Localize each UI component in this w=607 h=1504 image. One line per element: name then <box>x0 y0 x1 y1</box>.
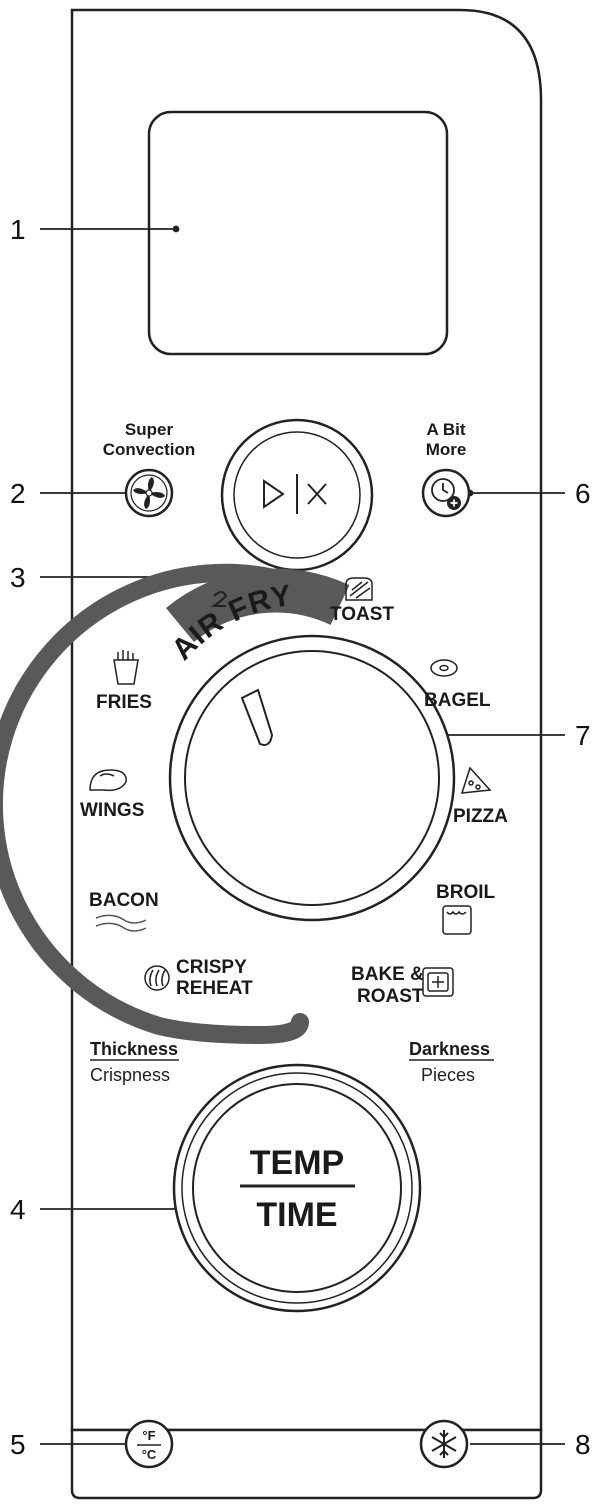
function-bagel: BAGEL <box>424 690 491 711</box>
label-thickness: Thickness <box>90 1039 178 1059</box>
super-convection-button[interactable]: Super Convection <box>103 420 196 518</box>
temp-time-dial[interactable]: TEMP TIME <box>172 1063 422 1313</box>
bacon-icon <box>95 914 147 932</box>
label-pieces: Pieces <box>421 1065 475 1085</box>
function-broil: BROIL <box>436 882 496 903</box>
callout-4: 4 <box>10 1194 26 1225</box>
function-reheat: REHEAT <box>176 978 253 999</box>
function-toast: TOAST <box>330 604 394 625</box>
play-stop-icon <box>263 474 327 514</box>
function-fries: FRIES <box>96 692 152 713</box>
dial-pointer <box>240 688 274 746</box>
air-fry-icon <box>210 591 228 607</box>
fries-icon <box>113 650 139 685</box>
callout-5: 5 <box>10 1429 26 1460</box>
wings-icon <box>89 769 127 792</box>
function-wings: WINGS <box>80 800 144 821</box>
frozen-button[interactable] <box>419 1419 469 1469</box>
left-functions: FRIES WINGS BACON CRISPY REHEAT <box>80 650 253 999</box>
broil-icon <box>442 905 472 935</box>
toast-icon <box>345 577 373 601</box>
bagel-icon <box>430 659 458 677</box>
snowflake-icon <box>431 1430 457 1458</box>
callout-1: 1 <box>10 214 26 245</box>
super-convection-label-2: Convection <box>103 440 196 459</box>
label-temp: TEMP <box>250 1144 344 1182</box>
temperature-unit-button[interactable]: °F °C <box>124 1419 174 1469</box>
fan-icon <box>133 477 165 509</box>
label-crispness: Crispness <box>90 1065 170 1085</box>
display <box>147 110 449 356</box>
function-crispy: CRISPY <box>176 957 247 978</box>
label-darkness: Darkness <box>409 1039 490 1059</box>
start-stop-button[interactable] <box>220 418 374 572</box>
label-celsius: °C <box>142 1447 157 1462</box>
function-pizza: PIZZA <box>453 806 508 827</box>
right-functions: TOAST BAGEL PIZZA BROIL BAKE & ROAST <box>330 577 508 1007</box>
bake-roast-icon <box>422 967 454 997</box>
function-roast: ROAST <box>357 986 424 1007</box>
callout-numbers: 1 2 3 4 5 6 7 8 <box>10 214 591 1460</box>
function-bake: BAKE & <box>351 964 424 985</box>
label-fahrenheit: °F <box>142 1428 155 1443</box>
callout-7: 7 <box>575 720 591 751</box>
crispy-reheat-icon <box>144 965 170 991</box>
a-bit-more-button[interactable]: A Bit More <box>421 420 471 518</box>
clock-plus-icon <box>431 478 461 510</box>
temp-time-side-labels: Thickness Crispness Darkness Pieces <box>90 1039 494 1085</box>
super-convection-label-1: Super <box>125 420 174 439</box>
function-dial[interactable] <box>168 634 456 922</box>
callout-2: 2 <box>10 478 26 509</box>
callout-6: 6 <box>575 478 591 509</box>
callout-3: 3 <box>10 562 26 593</box>
pizza-icon <box>460 766 492 794</box>
function-bacon: BACON <box>89 890 159 911</box>
a-bit-more-label-1: A Bit <box>426 420 465 439</box>
callout-8: 8 <box>575 1429 591 1460</box>
a-bit-more-label-2: More <box>426 440 467 459</box>
label-time: TIME <box>256 1196 337 1234</box>
